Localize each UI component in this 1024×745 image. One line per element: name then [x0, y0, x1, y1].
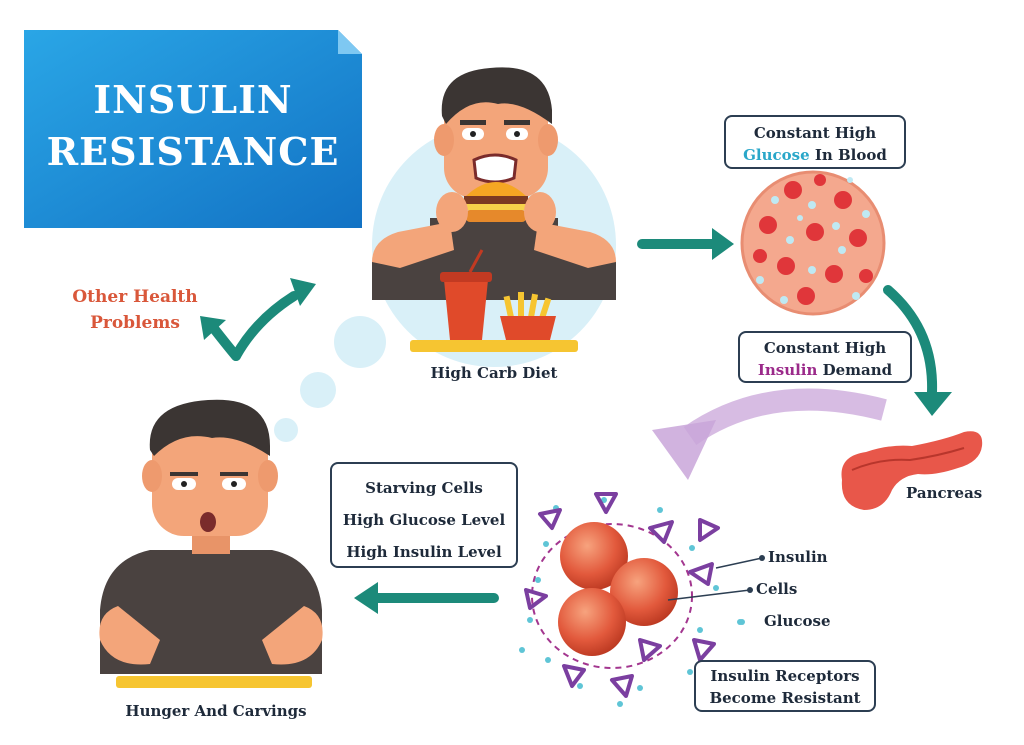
burger-icon	[462, 182, 530, 222]
glucose-box-line-1: Constant High	[753, 124, 877, 142]
insulin-box-rest: Demand	[817, 361, 893, 379]
label-high-carb-diet: High Carb Diet	[430, 364, 558, 382]
thought-bubble	[274, 418, 298, 442]
insulin-flow-arrow	[652, 388, 887, 480]
arrow-hunger-to-diet	[231, 291, 299, 361]
soda-cup-icon	[440, 249, 492, 340]
cell	[560, 522, 628, 590]
receptors-resistant-box: Insulin Receptors Become Resistant	[694, 660, 876, 712]
blood-glucose-circle	[740, 170, 886, 316]
legend-insulin: Insulin	[768, 548, 828, 566]
insulin-demand-box: Constant High Insulin Demand	[738, 331, 912, 383]
cell	[610, 558, 678, 626]
top-man-eating	[372, 67, 616, 367]
legend-glucose: Glucose	[764, 612, 831, 630]
thought-bubble	[300, 372, 336, 408]
title-line-2: RESISTANCE	[46, 129, 340, 174]
arrow-glucose-to-pancreas	[883, 285, 938, 397]
flow-arrows	[207, 239, 938, 603]
other-health-line-2: Problems	[90, 313, 180, 333]
high-glucose-text: High Glucose Level	[342, 511, 506, 529]
pancreas-icon	[841, 431, 983, 510]
label-other-health-problems: Other Health Problems	[50, 284, 220, 336]
glucose-in-blood-box: Constant High Glucose In Blood	[724, 115, 906, 169]
high-insulin-text: High Insulin Level	[346, 543, 502, 561]
arrow-heads	[200, 228, 952, 614]
cell	[558, 588, 626, 656]
starving-cells-box: Starving Cells High Glucose Level High I…	[330, 462, 518, 568]
label-pancreas: Pancreas	[906, 484, 983, 502]
legend-cells: Cells	[756, 580, 798, 598]
glucose-box-line-2: Glucose In Blood	[726, 144, 904, 166]
receptors-line-1: Insulin Receptors	[710, 667, 860, 685]
other-health-line-1: Other Health	[72, 287, 198, 307]
insulin-box-line-1: Constant High	[763, 339, 887, 357]
insulin-box-line-2: Insulin Demand	[740, 359, 910, 381]
title-card	[24, 30, 362, 228]
hungry-man	[99, 316, 386, 688]
starving-cells-text: Starving Cells	[365, 479, 483, 497]
receptors-line-2: Become Resistant	[709, 689, 861, 707]
glucose-word: Glucose	[743, 146, 810, 164]
page-title: INSULIN RESISTANCE	[24, 74, 362, 178]
label-hunger: Hunger And Carvings	[125, 702, 307, 720]
title-line-1: INSULIN	[93, 77, 293, 122]
fries-icon	[500, 292, 556, 340]
glucose-box-rest: In Blood	[809, 146, 887, 164]
cell-cluster	[519, 492, 765, 707]
thought-bubble	[334, 316, 386, 368]
insulin-word: Insulin	[757, 361, 818, 379]
